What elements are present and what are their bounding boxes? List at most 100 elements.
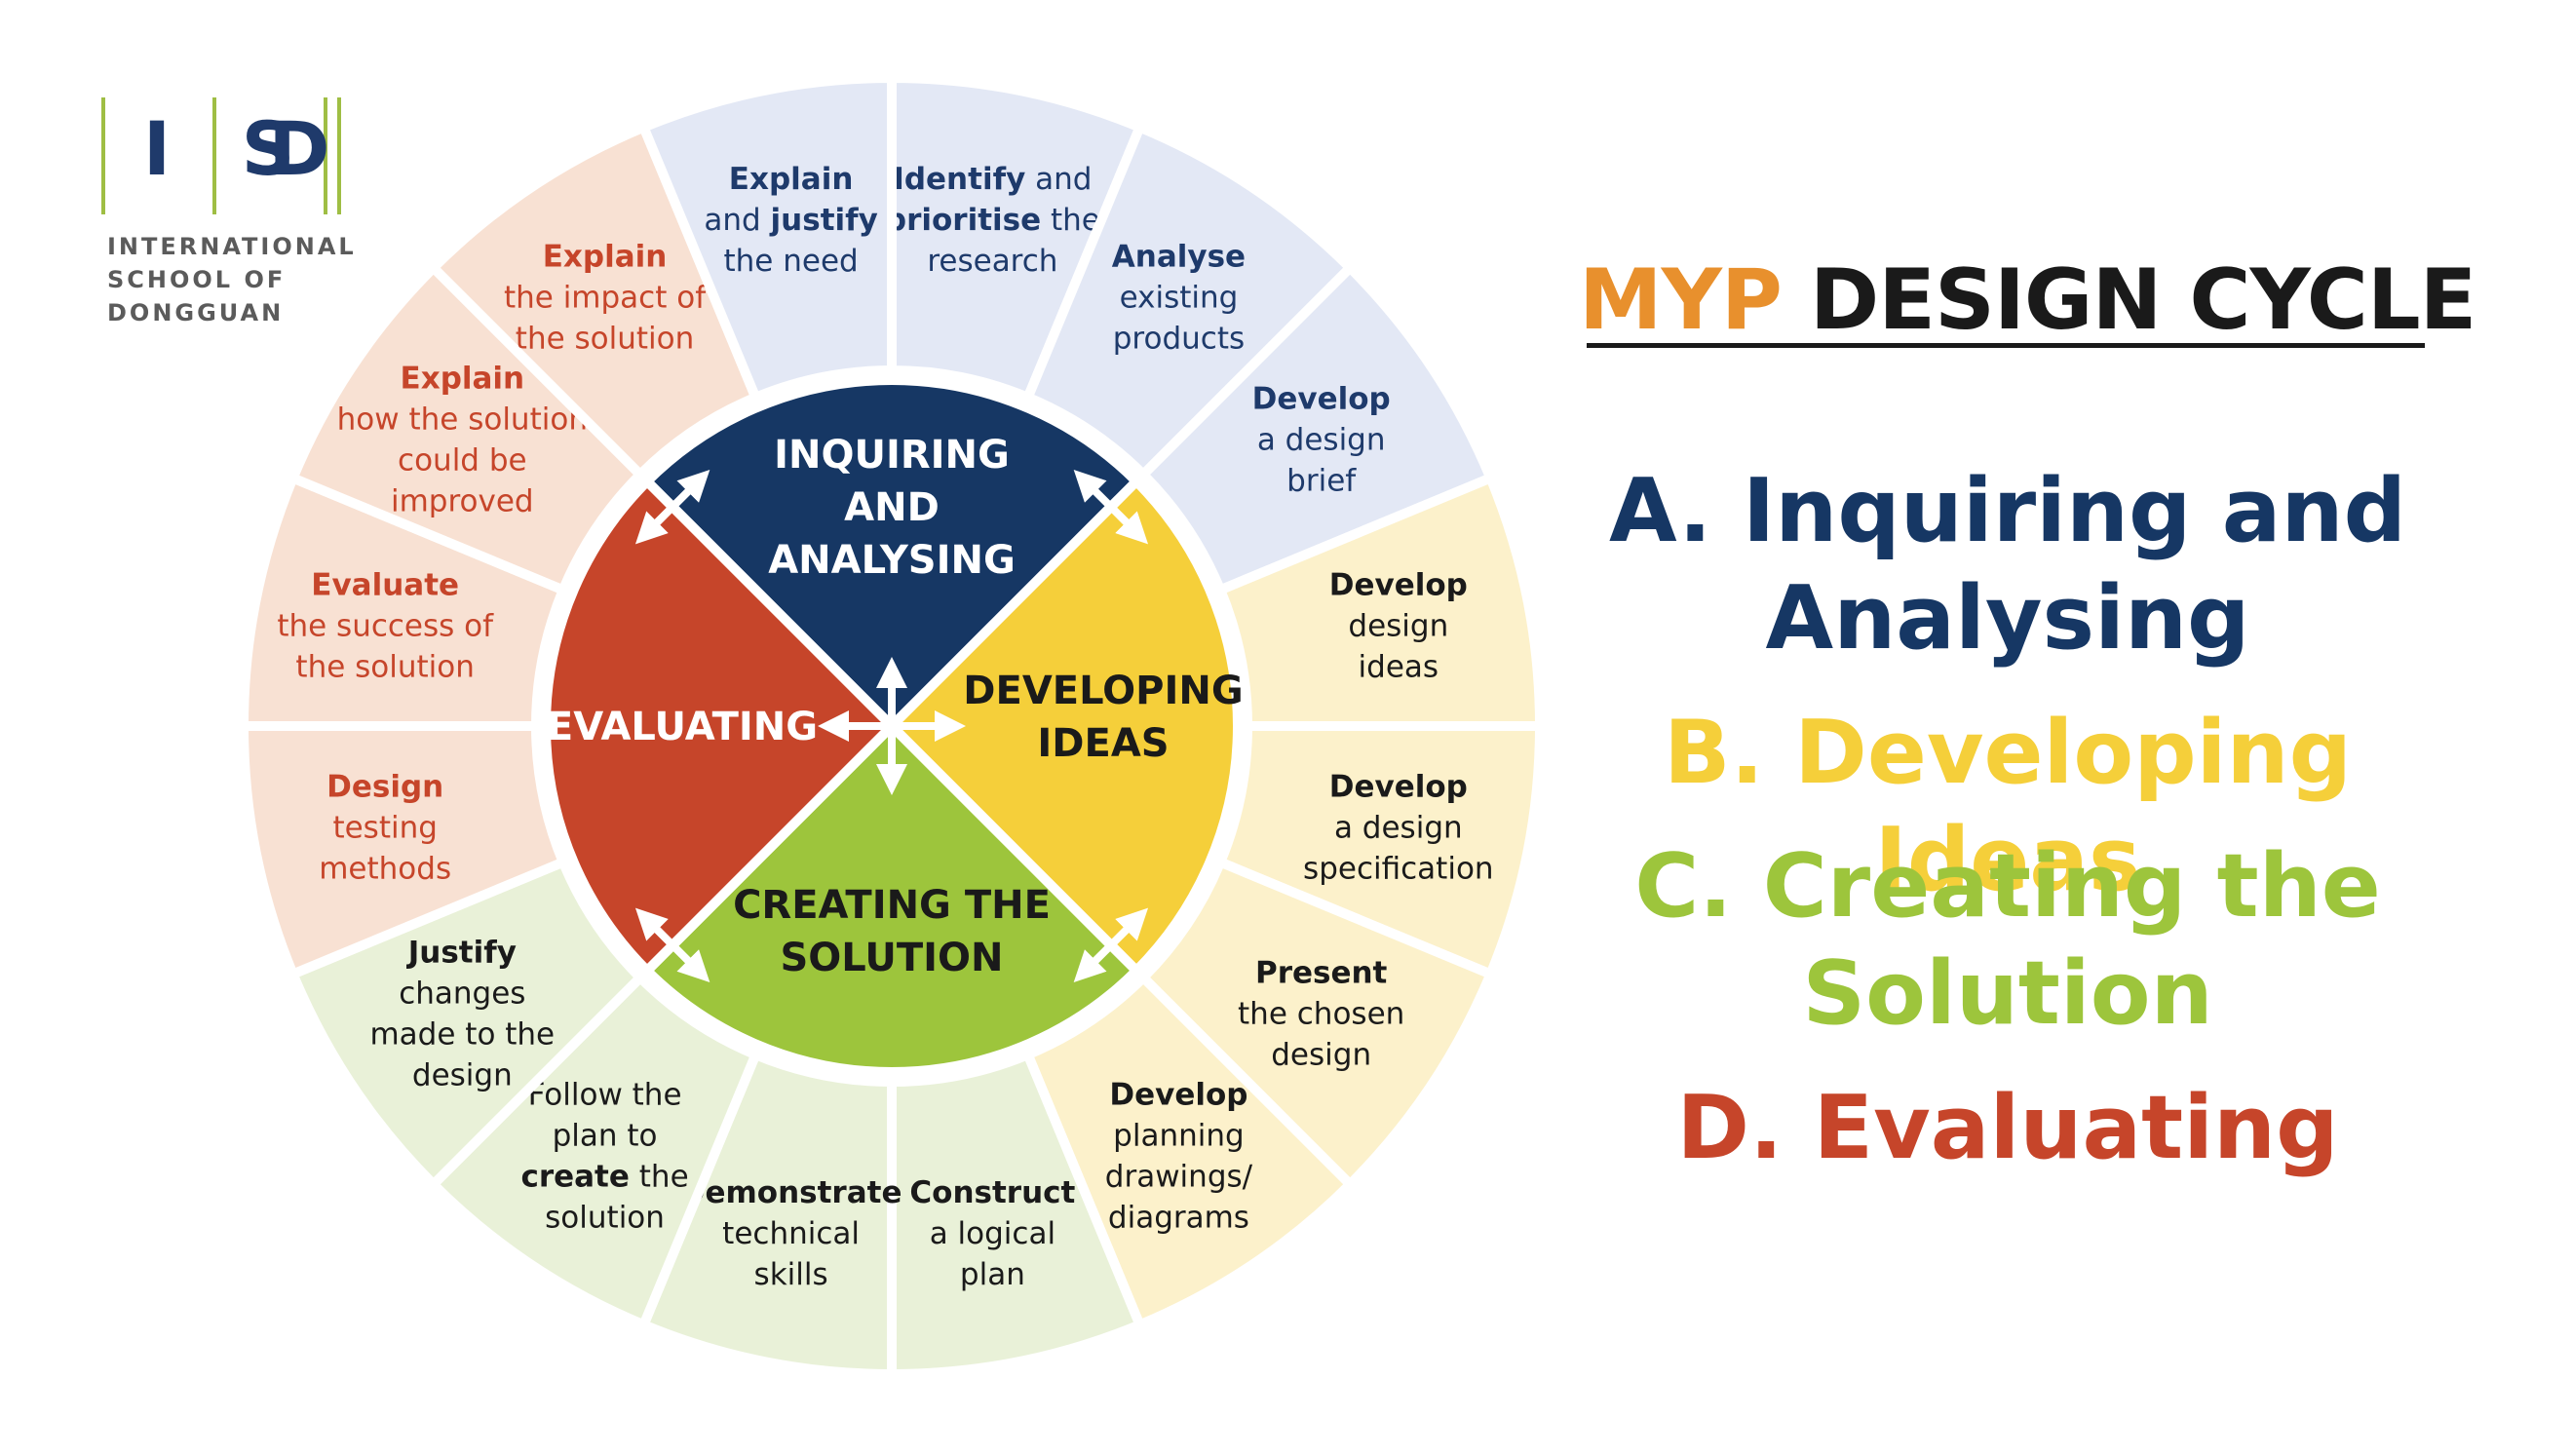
segment-text-run: Evaluate <box>311 568 459 603</box>
segment-text-run: made to the <box>369 1016 555 1052</box>
segment-text-run: Design <box>326 769 443 804</box>
segment-text-run: the solution <box>295 650 475 685</box>
segment-text-run: changes <box>399 976 525 1011</box>
logo-letter-s: S <box>241 105 295 192</box>
stage-list-item-b: B. Developing Ideas <box>1520 700 2495 914</box>
stage-label-line: DEVELOPING <box>963 669 1243 713</box>
segment-text-run: research <box>927 244 1057 279</box>
segment-text-run: technical <box>722 1216 860 1251</box>
logo-divider <box>212 97 216 214</box>
stage-label-line: EVALUATING <box>547 705 818 749</box>
segment-text-run: existing <box>1120 280 1239 315</box>
title-design-cycle: DESIGN CYCLE <box>1781 251 2477 349</box>
segment-text-run: a logical <box>930 1216 1055 1251</box>
title-underline <box>1587 343 2425 348</box>
segment-text-run: plan <box>960 1257 1025 1292</box>
logo-divider <box>337 97 341 214</box>
stage-label-line: IDEAS <box>1037 721 1169 766</box>
segment-text-run: brief <box>1286 464 1357 499</box>
stage-list-item-d: D. Evaluating <box>1520 1075 2495 1182</box>
stage-list-item-c: C. Creating the Solution <box>1520 833 2495 1048</box>
segment-label: Evaluate the success of the solution <box>277 568 494 685</box>
segment-text-run: create <box>520 1160 629 1195</box>
segment-text-run: planning <box>1113 1119 1245 1154</box>
segment-text-run: specification <box>1303 851 1494 886</box>
segment-text-run: the <box>1041 203 1100 238</box>
segment-text-run: the <box>630 1160 689 1195</box>
segment-text-run: Develop <box>1109 1078 1247 1113</box>
segment-text-run: solution <box>545 1201 665 1236</box>
segment-text-run: and <box>1025 162 1092 197</box>
stage-label: CREATING THE SOLUTION <box>733 883 1051 980</box>
stage-label-line: INQUIRING <box>774 433 1010 478</box>
logo-letter-d: D <box>268 105 330 192</box>
stage-list-item-a: A. Inquiring and Analysing <box>1520 458 2495 672</box>
segment-text-run: drawings/ <box>1105 1160 1253 1195</box>
double-arrow-icon <box>1073 907 1149 983</box>
segment-label: Explain the impact of the solution <box>504 239 707 356</box>
segment-text-run: justify <box>769 203 878 238</box>
stage-quadrant-inquiring: INQUIRING AND ANALYSING <box>639 375 1144 734</box>
stage-quadrant-evaluating: EVALUATING <box>541 474 900 978</box>
segment-text-run: the solution <box>516 321 695 356</box>
quadrant-shape <box>639 718 1144 1077</box>
segment-label: Analyse existing products <box>1112 239 1246 356</box>
segment-text-run: Develop <box>1329 769 1468 804</box>
logo-letter-i: I <box>142 105 172 192</box>
segment-text-run: Justify <box>406 935 517 970</box>
segment-text-run: Develop <box>1252 382 1391 417</box>
stage-label-line: CREATING THE <box>733 883 1051 928</box>
stage-list-line: B. Developing Ideas <box>1663 702 2353 911</box>
stage-label-line: AND <box>844 485 940 530</box>
segment-text-run: Present <box>1255 955 1388 990</box>
stage-label-line: SOLUTION <box>780 936 1003 980</box>
quadrant-shape <box>884 474 1243 978</box>
segment-text-run: the impact of <box>504 280 707 315</box>
double-arrow-icon <box>1073 469 1149 545</box>
segment-text-run: design <box>1348 609 1448 644</box>
segment-text-run: Analyse <box>1112 239 1246 274</box>
segment-text-run: skills <box>754 1257 828 1292</box>
segment-text-run: Explain <box>543 239 668 274</box>
segment-text-run: Follow the <box>528 1078 682 1113</box>
logo-divider <box>101 97 105 214</box>
segment-text-run: the success of <box>277 609 494 644</box>
segment-text-run: the need <box>724 244 859 279</box>
stage-label-line: ANALYSING <box>768 538 1016 583</box>
stage-quadrant-creating: CREATING THE SOLUTION <box>639 718 1144 1077</box>
segment-text-run: Demonstrate <box>680 1175 902 1210</box>
segment-text-run: prioritise <box>885 203 1041 238</box>
segment-text-run: design <box>412 1057 513 1092</box>
segment-label: Demonstrate technical skills <box>680 1175 902 1292</box>
segment-text-run: products <box>1113 321 1245 356</box>
logo-line-3: DONGGUAN <box>107 299 285 326</box>
segment-text-run: diagrams <box>1108 1201 1249 1236</box>
stage-list-line: Solution <box>1802 942 2213 1045</box>
title-myp: MYP <box>1579 251 1783 349</box>
quadrant-shape <box>541 474 900 978</box>
segment-text-run: ideas <box>1359 650 1439 685</box>
stage-list-line: D. Evaluating <box>1676 1077 2339 1179</box>
outer-segment: Evaluate the success of the solution <box>238 471 570 731</box>
segment-label: Justify changes made to the design <box>369 935 555 1092</box>
segment-text-run: could be <box>398 443 527 479</box>
segment-text-run: the chosen <box>1238 996 1404 1031</box>
segment-label: Develop planning drawings/diagrams <box>1105 1078 1253 1236</box>
segment-text-run: improved <box>391 484 534 519</box>
